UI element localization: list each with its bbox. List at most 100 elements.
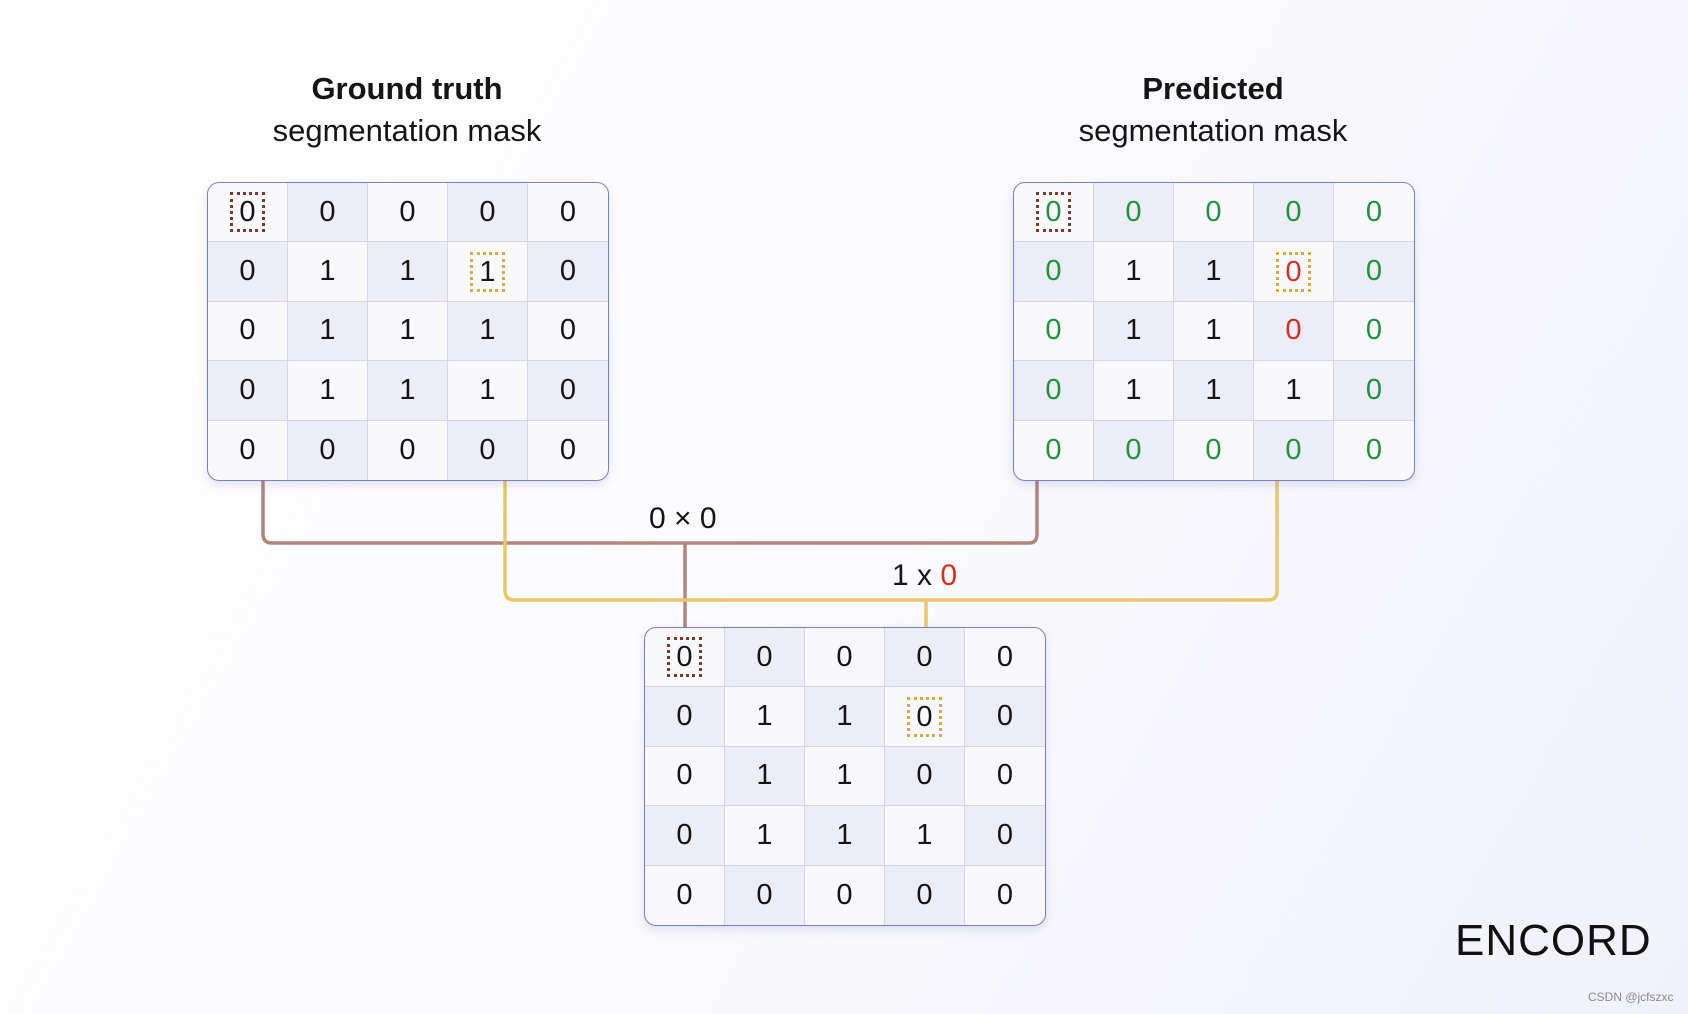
predicted-cell-2-4: 0: [1334, 302, 1414, 362]
predicted-title-bold: Predicted: [1142, 71, 1284, 106]
ground-truth-cell-4-0: 0: [208, 420, 288, 480]
predicted-title-light: segmentation mask: [1078, 113, 1348, 148]
ground-truth-cell-2-3: 1: [448, 301, 528, 362]
watermark: CSDN @jcfszxc: [1588, 990, 1674, 1004]
predicted-cell-4-4: 0: [1334, 421, 1414, 480]
predicted-cell-0-4: 0: [1334, 183, 1414, 243]
encord-logo: ENCORD: [1455, 916, 1652, 965]
result-cell-2-3: 0: [885, 746, 965, 807]
predicted-cell-0-1: 0: [1094, 183, 1174, 243]
predicted-value-4-1: 0: [1125, 433, 1142, 466]
result-cell-1-0: 0: [645, 687, 725, 747]
result-cell-1-2: 1: [805, 687, 885, 747]
ground-truth-cell-4-3: 0: [448, 420, 528, 480]
ground-truth-cell-2-0: 0: [208, 301, 288, 362]
predicted-value-3-0: 0: [1045, 373, 1062, 406]
predicted-cell-2-1: 1: [1094, 301, 1174, 362]
result-value-4-0: 0: [676, 878, 693, 911]
result-value-1-1: 1: [756, 700, 773, 733]
predicted-cell-1-3: 0: [1254, 242, 1334, 302]
ground-truth-value-1-3: 1: [470, 251, 505, 292]
predicted-cell-3-0: 0: [1014, 361, 1094, 421]
ground-truth-value-0-1: 0: [319, 195, 336, 228]
ground-truth-cell-1-2: 1: [368, 242, 448, 302]
ground-truth-value-4-1: 0: [319, 433, 336, 466]
wire-brown-gt: [261, 478, 1039, 545]
predicted-value-0-3: 0: [1285, 195, 1302, 228]
ground-truth-cell-3-4: 0: [528, 361, 608, 421]
result-value-0-4: 0: [996, 640, 1014, 673]
result-cell-2-2: 1: [805, 746, 885, 807]
predicted-cell-4-3: 0: [1254, 420, 1334, 480]
ground-truth-title-light: segmentation mask: [272, 113, 542, 148]
predicted-value-4-4: 0: [1365, 433, 1383, 466]
ground-truth-cell-0-3: 0: [448, 183, 528, 243]
ground-truth-cell-3-2: 1: [368, 361, 448, 421]
predicted-cell-1-0: 0: [1014, 242, 1094, 302]
ground-truth-value-3-4: 0: [559, 373, 577, 406]
formula-one-times-zero: 1 x 0: [892, 559, 957, 593]
ground-truth-cell-1-3: 1: [448, 242, 528, 302]
result-cell-1-1: 1: [725, 687, 805, 747]
ground-truth-value-4-4: 0: [559, 433, 577, 466]
predicted-value-4-2: 0: [1205, 433, 1222, 466]
predicted-value-0-4: 0: [1365, 195, 1383, 228]
ground-truth-value-0-0: 0: [230, 192, 265, 233]
predicted-value-3-2: 1: [1205, 373, 1222, 406]
ground-truth-value-2-0: 0: [239, 314, 256, 347]
predicted-cell-0-3: 0: [1254, 183, 1334, 243]
predicted-cell-4-2: 0: [1174, 420, 1254, 480]
ground-truth-cell-1-1: 1: [288, 242, 368, 302]
predicted-cell-1-4: 0: [1334, 242, 1414, 302]
predicted-cell-4-0: 0: [1014, 420, 1094, 480]
result-value-2-2: 1: [836, 759, 853, 792]
result-cell-4-3: 0: [885, 865, 965, 925]
ground-truth-value-3-0: 0: [239, 373, 256, 406]
ground-truth-value-0-3: 0: [479, 195, 496, 228]
result-cell-1-4: 0: [965, 687, 1045, 747]
result-value-4-3: 0: [916, 878, 933, 911]
result-value-0-2: 0: [836, 640, 853, 673]
predicted-cell-0-2: 0: [1174, 183, 1254, 243]
ground-truth-value-1-1: 1: [319, 255, 336, 288]
predicted-value-4-0: 0: [1045, 433, 1062, 466]
ground-truth-value-1-2: 1: [399, 255, 416, 288]
predicted-cell-3-3: 1: [1254, 361, 1334, 421]
predicted-value-3-3: 1: [1285, 373, 1302, 406]
predicted-cell-0-0: 0: [1014, 183, 1094, 243]
predicted-value-4-3: 0: [1285, 433, 1302, 466]
result-value-1-2: 1: [836, 700, 853, 733]
result-cell-3-4: 0: [965, 806, 1045, 866]
predicted-value-1-2: 1: [1205, 255, 1222, 288]
result-cell-0-3: 0: [885, 628, 965, 688]
predicted-value-2-4: 0: [1365, 314, 1383, 347]
ground-truth-cell-3-1: 1: [288, 361, 368, 421]
ground-truth-value-4-2: 0: [399, 433, 416, 466]
predicted-cell-1-2: 1: [1174, 242, 1254, 302]
formula-f2-text-b: 0: [940, 559, 958, 592]
predicted-title: Predicted segmentation mask: [963, 68, 1463, 152]
ground-truth-value-1-4: 0: [559, 255, 577, 288]
result-cell-2-4: 0: [965, 747, 1045, 807]
result-cell-1-3: 0: [885, 687, 965, 747]
result-value-0-1: 0: [756, 640, 773, 673]
ground-truth-value-2-1: 1: [319, 314, 336, 347]
result-cell-0-2: 0: [805, 628, 885, 688]
ground-truth-cell-1-4: 0: [528, 242, 608, 302]
ground-truth-cell-3-3: 1: [448, 361, 528, 421]
result-cell-0-0: 0: [645, 628, 725, 688]
ground-truth-cell-2-4: 0: [528, 302, 608, 362]
ground-truth-cell-0-0: 0: [208, 183, 288, 243]
ground-truth-cell-4-1: 0: [288, 420, 368, 480]
result-value-1-4: 0: [996, 700, 1014, 733]
ground-truth-value-2-2: 1: [399, 314, 416, 347]
ground-truth-title-bold: Ground truth: [311, 71, 503, 106]
result-value-4-2: 0: [836, 878, 853, 911]
result-cell-0-4: 0: [965, 628, 1045, 688]
result-value-2-3: 0: [916, 759, 933, 792]
predicted-cell-3-1: 1: [1094, 361, 1174, 421]
ground-truth-value-4-0: 0: [239, 433, 256, 466]
ground-truth-cell-4-4: 0: [528, 421, 608, 480]
